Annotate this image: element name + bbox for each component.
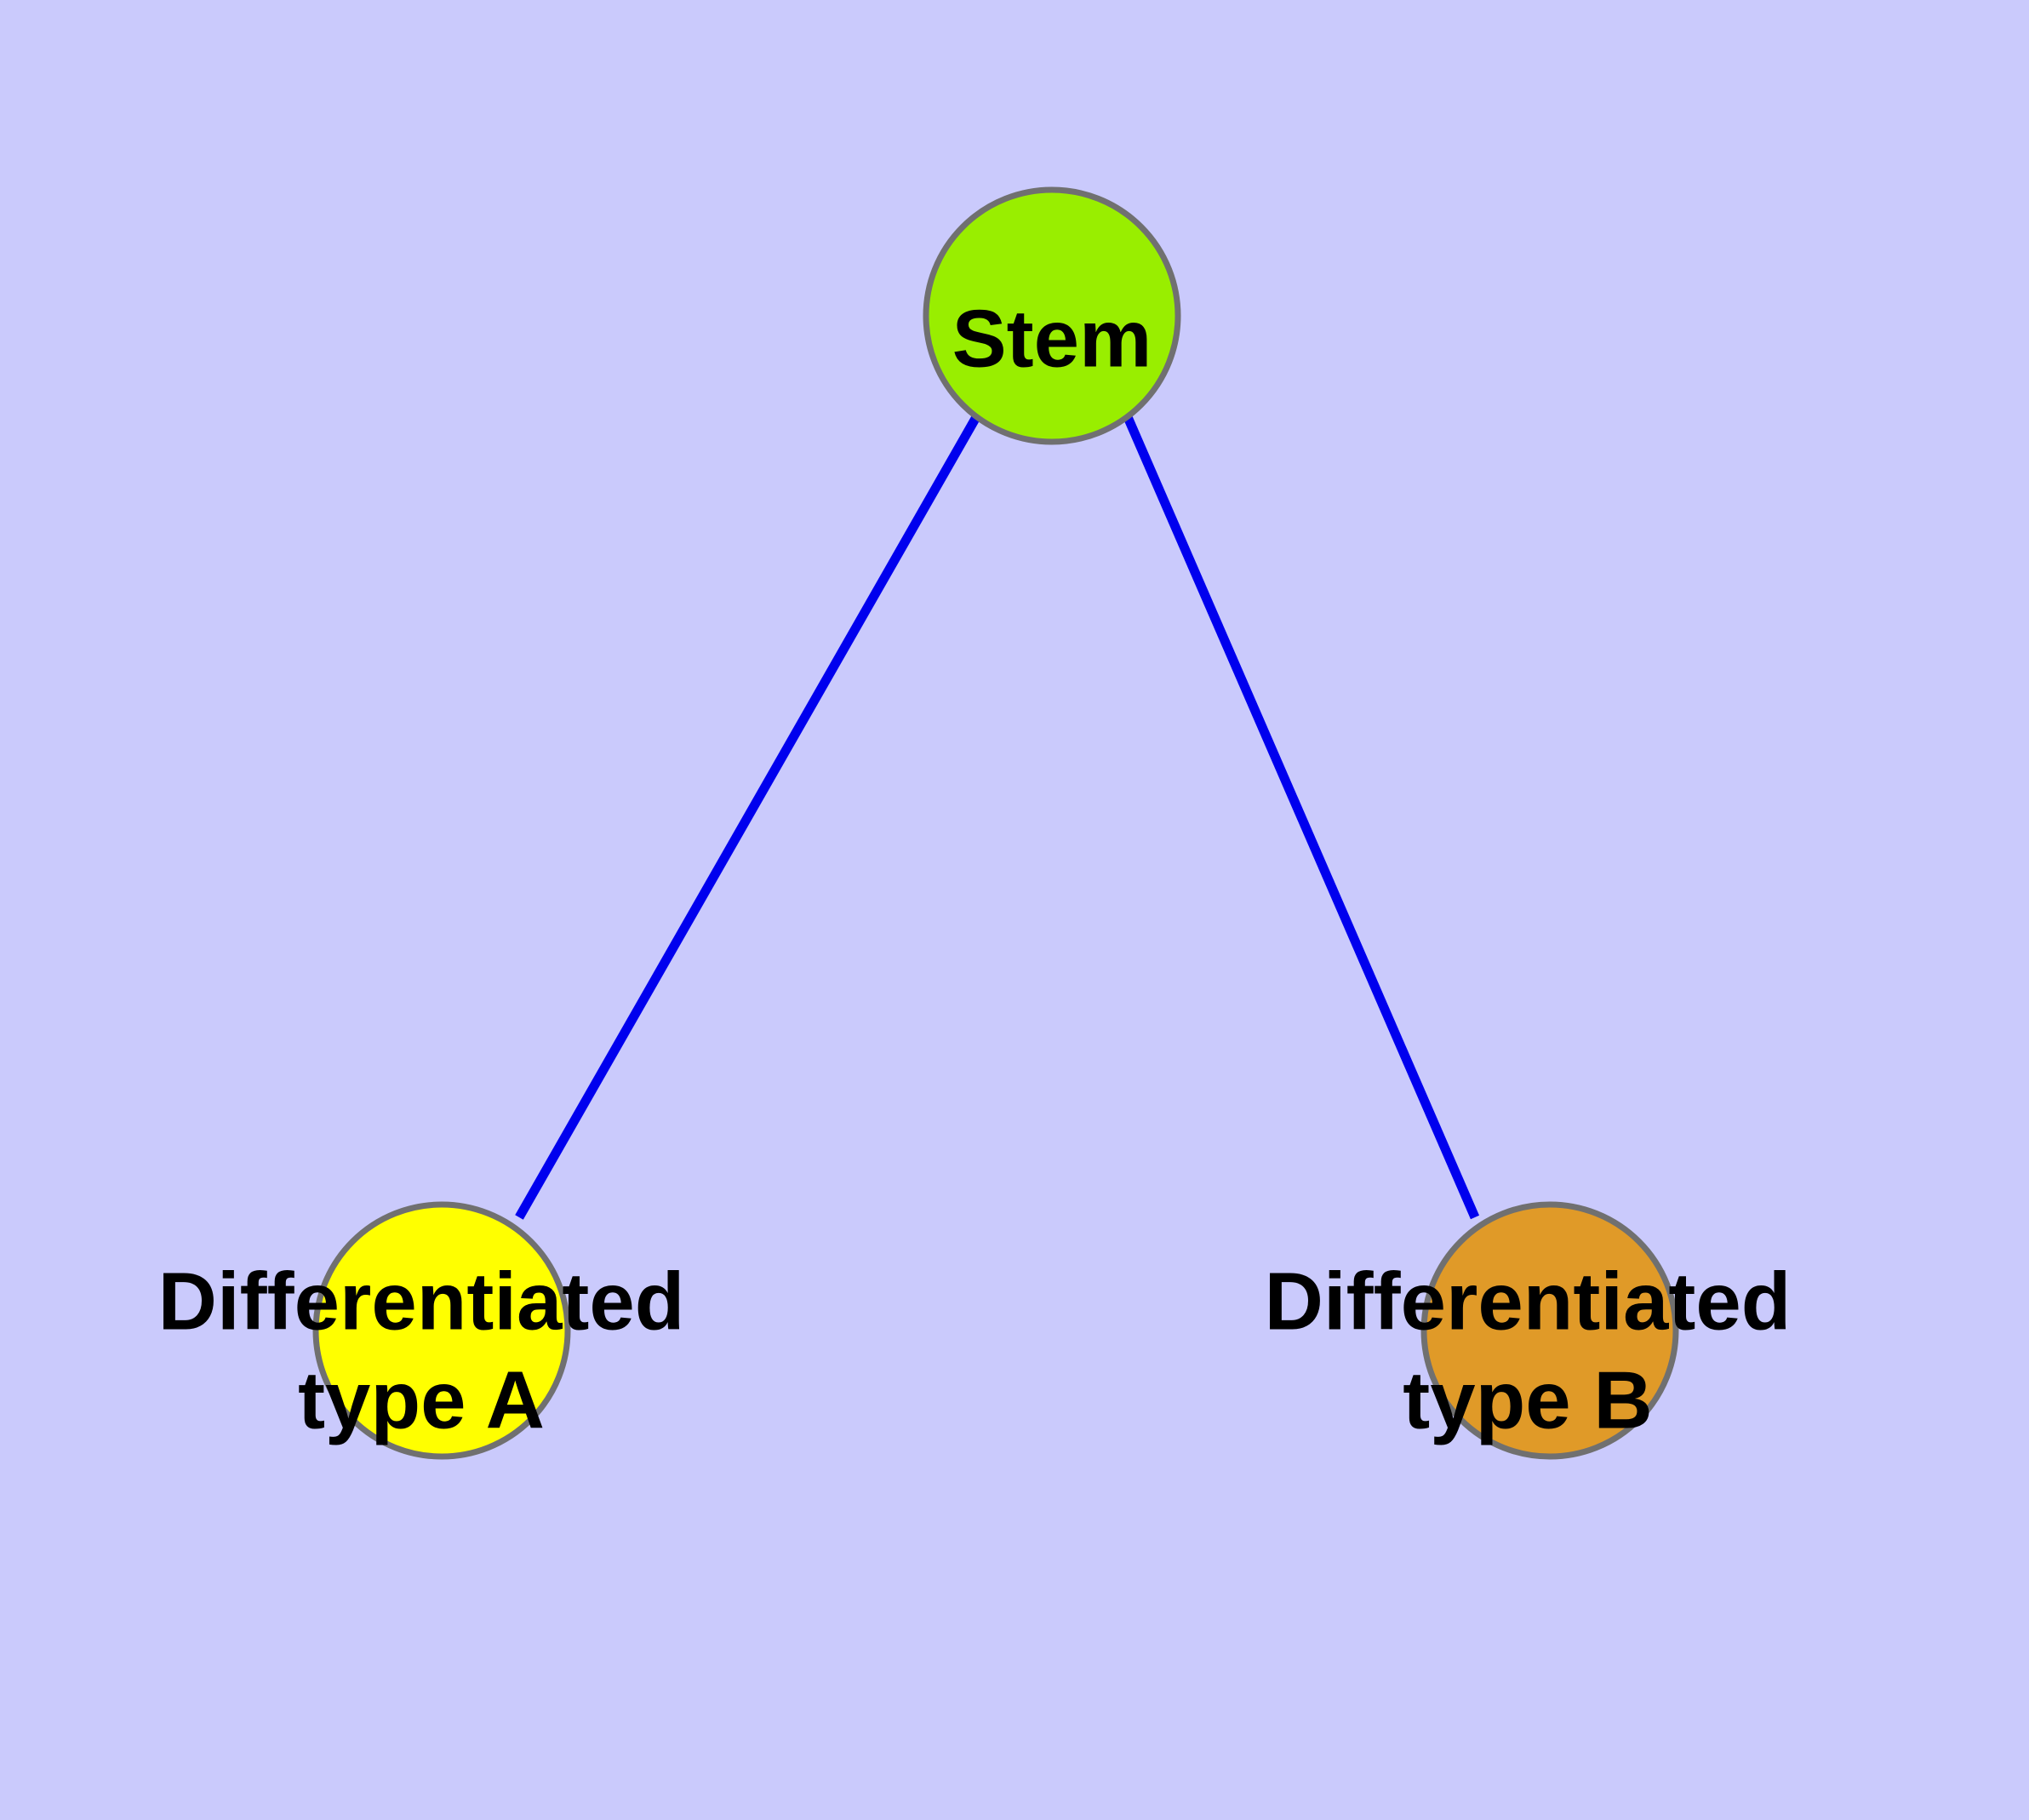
node-stem[interactable] (923, 186, 1181, 445)
edge-stem-to-differentiated-type-a[interactable] (515, 415, 980, 1220)
node-label-line: type A (298, 1355, 545, 1446)
node-differentiated-type-a[interactable] (312, 1201, 571, 1460)
node-label-line: Differentiated (158, 1256, 685, 1348)
nodes-layer (312, 186, 1679, 1460)
edges-layer (515, 415, 1480, 1220)
node-label-line: type B (1403, 1355, 1652, 1446)
node-label-line: Stem (952, 294, 1152, 385)
node-differentiated-type-b[interactable] (1420, 1201, 1679, 1460)
edge-stem-to-differentiated-type-b[interactable] (1123, 415, 1480, 1220)
node-label-line: Differentiated (1265, 1256, 1792, 1348)
node-label-stem: Stem (952, 294, 1152, 385)
